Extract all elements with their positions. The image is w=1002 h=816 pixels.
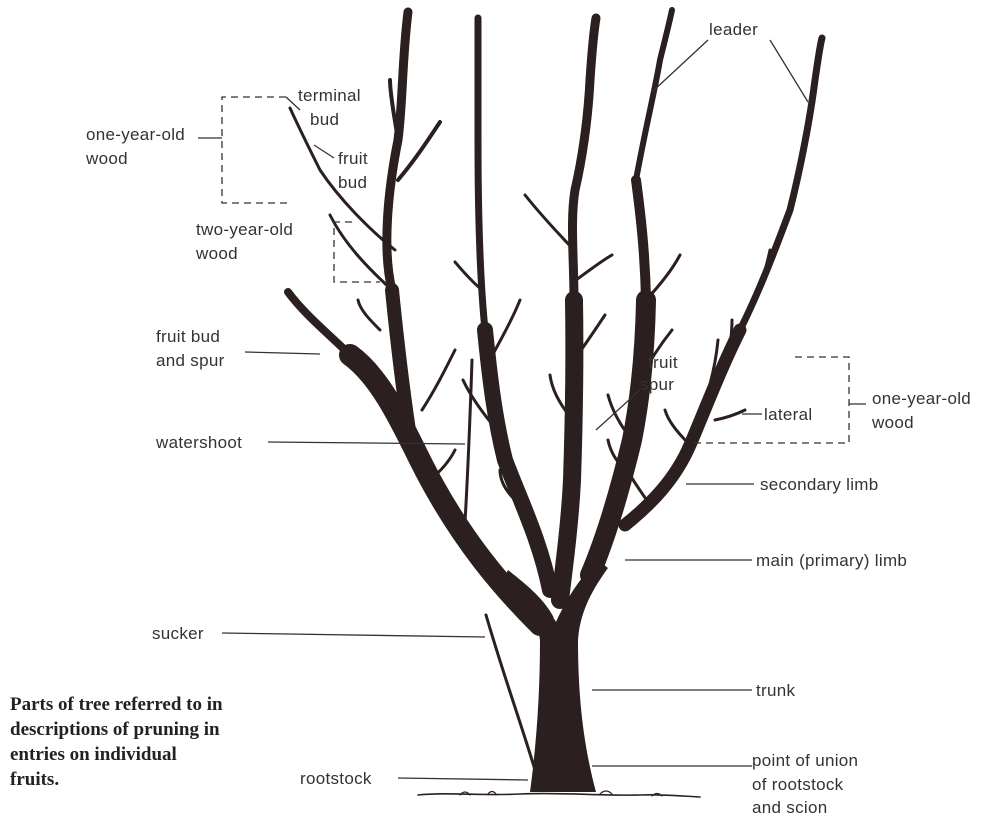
right-main-limb: [590, 300, 646, 575]
watershoot-label: watershoot: [155, 433, 242, 452]
two-year-old-wood-label-line2: wood: [195, 244, 238, 263]
one-year-old-wood-right-label-line2: wood: [871, 413, 914, 432]
point-of-union-label-line2: of rootstock: [752, 775, 844, 794]
lateral-label: lateral: [764, 405, 812, 424]
central-right-limb: [560, 300, 574, 600]
secondary-limb-label: secondary limb: [760, 475, 879, 494]
sucker-label: sucker: [152, 624, 204, 643]
point-of-union-label-line1: point of union: [752, 751, 858, 770]
one-year-old-wood-left-label-line2: wood: [85, 149, 128, 168]
caption-line2: descriptions of pruning in: [10, 719, 220, 740]
leader-label: leader: [709, 20, 758, 39]
two-year-old-wood-label-line1: two-year-old: [196, 220, 293, 239]
point-of-union-label-line3: and scion: [752, 798, 827, 816]
one-year-old-wood-right-label-line1: one-year-old: [872, 389, 971, 408]
fruit-bud-and-spur-label-line1: fruit bud: [156, 327, 220, 346]
sucker-shoot: [486, 615, 535, 770]
tree-drawing: [288, 10, 822, 797]
terminal-bud-label-line1: terminal: [298, 86, 361, 105]
trunk-label: trunk: [756, 681, 795, 700]
caption-line1: Parts of tree referred to in: [10, 694, 223, 715]
fruit-spur-label-line2: spur: [640, 375, 674, 394]
fruit-bud-label-line2: bud: [338, 173, 367, 192]
caption-line3: entries on individual: [10, 744, 177, 765]
fruit-bud-and-spur-label-line2: and spur: [156, 351, 225, 370]
terminal-bud-label-line2: bud: [310, 110, 339, 129]
one-year-old-wood-left-label-line1: one-year-old: [86, 125, 185, 144]
caption-line4: fruits.: [10, 769, 59, 790]
fruit-spur-label-line1: fruit: [648, 353, 678, 372]
central-left-limb: [485, 330, 550, 590]
rootstock-label: rootstock: [300, 769, 372, 788]
main-primary-limb-label: main (primary) limb: [756, 551, 907, 570]
fruit-bud-label-line1: fruit: [338, 149, 368, 168]
